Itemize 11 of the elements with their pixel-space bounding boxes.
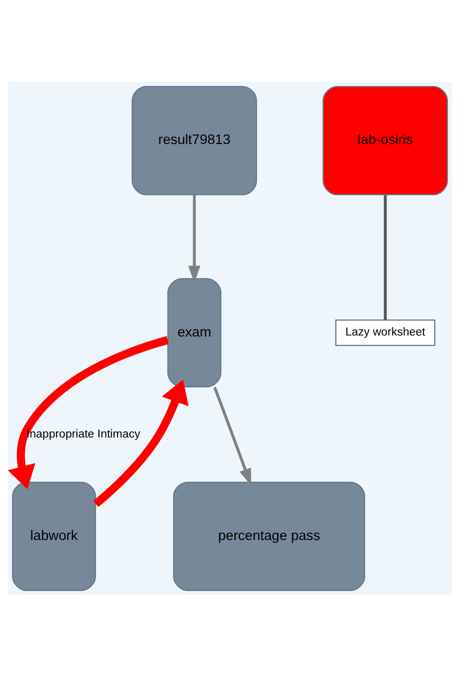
node-box: labwork [12, 482, 96, 591]
arrow [213, 386, 252, 486]
node-box: Lazy worksheet [335, 320, 436, 346]
arrow [188, 195, 200, 283]
arrow [93, 380, 189, 508]
arrow [8, 336, 169, 490]
node-box: lab-osiris [322, 86, 448, 196]
node-box: result79813 [132, 86, 258, 196]
connector [384, 195, 387, 320]
node-box: exam [167, 278, 222, 388]
node-box: percentage pass [173, 482, 366, 591]
